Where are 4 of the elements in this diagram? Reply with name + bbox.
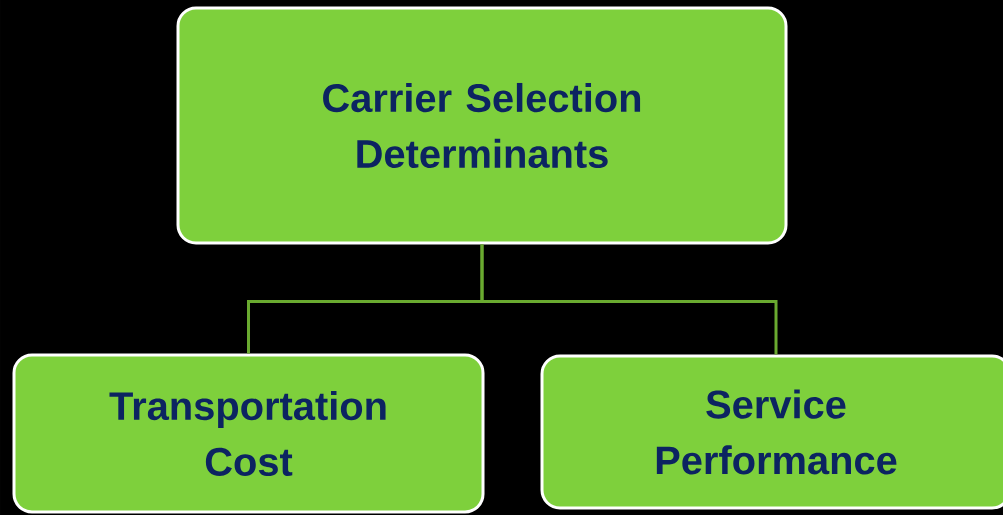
- process-box: Service Performance: [540, 354, 1003, 510]
- title-box: Carrier Selection Determinants: [176, 6, 788, 245]
- connector-line: [480, 244, 778, 355]
- process-box: Transportation Cost: [12, 353, 485, 514]
